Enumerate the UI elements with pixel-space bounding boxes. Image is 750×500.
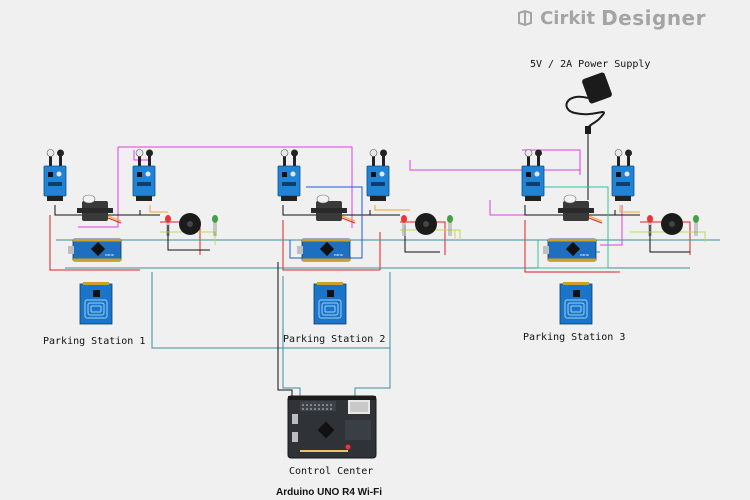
ir-sensor-3a (521, 149, 545, 202)
brand-name-cirkit: Cirkit (540, 7, 596, 29)
power-supply-label: 5V / 2A Power Supply (530, 59, 651, 70)
led-green-3 (692, 214, 700, 237)
cirkit-designer-logo: Cirkit Designer (516, 4, 706, 32)
rfid-reader-3 (559, 281, 593, 325)
cirkit-logo-icon (518, 9, 533, 27)
station-2 (277, 149, 454, 325)
ir-sensor-2b (366, 149, 390, 202)
ir-sensor-3b (611, 149, 635, 202)
station-3 (521, 149, 700, 325)
arduino-nano-1 (67, 238, 122, 262)
station-1 (43, 149, 219, 325)
rfid-reader-2 (313, 281, 347, 325)
brand-name-designer: Designer (601, 6, 706, 30)
servo-motor-3 (557, 194, 603, 224)
arduino-nano-3 (542, 238, 597, 262)
parking-station-2-label: Parking Station 2 (283, 334, 386, 345)
ir-sensor-1a (43, 149, 67, 202)
buzzer-2 (415, 213, 437, 235)
arduino-nano-2 (296, 238, 351, 262)
parking-station-1-label: Parking Station 1 (43, 336, 146, 347)
servo-motor-1 (76, 194, 122, 224)
arduino-uno-r4-wifi (287, 395, 377, 459)
wires (49, 130, 720, 398)
buzzer-1 (179, 213, 201, 235)
parking-station-3-label: Parking Station 3 (523, 332, 626, 343)
ir-sensor-2a (277, 149, 301, 202)
led-green-2 (446, 214, 454, 237)
power-adapter (565, 72, 612, 134)
control-center-label: Control Center (289, 466, 374, 477)
led-red-2 (400, 214, 408, 237)
buzzer-3 (661, 213, 683, 235)
control-board-caption: Arduino UNO R4 Wi-Fi (276, 487, 383, 498)
servo-motor-2 (310, 194, 356, 224)
ir-sensor-1b (132, 149, 156, 202)
rfid-reader-1 (79, 281, 113, 325)
